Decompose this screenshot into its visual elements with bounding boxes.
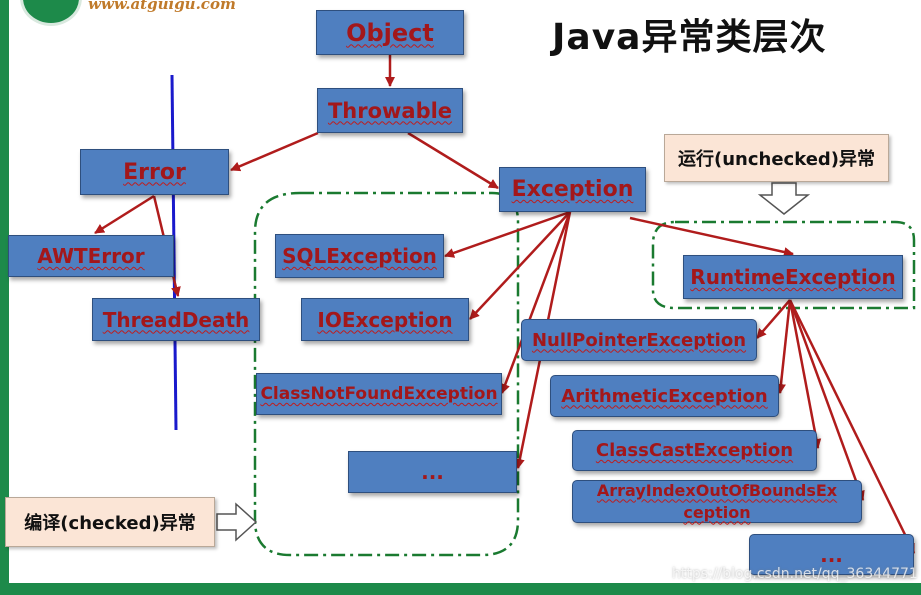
arrow-throwable-error — [230, 131, 319, 172]
arrow-runtime-arithmetic — [775, 299, 792, 394]
logo-text: www.atguigu.com — [88, 0, 236, 13]
node-threaddeath-label: ThreadDeath — [102, 307, 250, 332]
node-classnotfoundexception: ClassNotFoundException — [256, 373, 502, 415]
checked-note-pointer — [216, 502, 258, 542]
node-checked-more-label: ... — [421, 460, 444, 484]
arrow-exception-ioexception — [469, 211, 571, 320]
arrow-exception-runtimeexception — [629, 216, 794, 257]
arrow-error-awterror — [94, 194, 155, 235]
node-ioexception-label: IOException — [317, 307, 453, 332]
node-awterror-label: AWTError — [37, 244, 145, 268]
note-unchecked: 运行(unchecked)异常 — [664, 134, 889, 182]
node-arithmeticexception: ArithmeticException — [550, 375, 779, 417]
node-classcastexception-label: ClassCastException — [595, 440, 794, 461]
arrow-runtime-classcast — [788, 299, 822, 449]
slide-bottom-border — [0, 583, 921, 595]
node-throwable-label: Throwable — [327, 98, 453, 123]
node-error-label: Error — [123, 159, 186, 185]
node-sqlexception-label: SQLException — [282, 244, 437, 268]
node-exception: Exception — [499, 167, 646, 212]
note-unchecked-label: 运行(unchecked)异常 — [677, 149, 876, 170]
node-ioexception: IOException — [301, 298, 469, 341]
node-object: Object — [316, 10, 464, 55]
node-arrayindex-label-line2: ception — [683, 502, 751, 522]
unchecked-group-outline — [651, 220, 916, 310]
arrow-runtime-arrayindex — [788, 299, 865, 501]
arrow-runtime-unchecked-more — [788, 299, 916, 554]
node-arithmeticexception-label: ArithmeticException — [561, 385, 768, 407]
arrow-exception-sqlexception — [444, 210, 571, 258]
node-error: Error — [80, 149, 229, 195]
node-nullpointerexception-label: NullPointerException — [531, 329, 747, 351]
note-checked-label: 编译(checked)异常 — [24, 513, 196, 534]
node-awterror: AWTError — [8, 235, 174, 277]
node-object-label: Object — [346, 18, 434, 47]
node-throwable: Throwable — [317, 88, 463, 133]
note-checked: 编译(checked)异常 — [5, 497, 215, 547]
watermark: https://blog.csdn.net/qq_36344771 — [672, 566, 918, 582]
node-checked-more: ... — [348, 451, 517, 493]
node-runtimeexception: RuntimeException — [683, 255, 903, 299]
node-exception-label: Exception — [511, 177, 634, 202]
node-threaddeath: ThreadDeath — [92, 298, 260, 341]
node-sqlexception: SQLException — [275, 234, 444, 278]
arrow-runtime-nullpointer — [756, 299, 791, 339]
unchecked-note-pointer — [757, 182, 811, 215]
slide-left-border — [0, 0, 9, 595]
node-unchecked-more: ... — [749, 534, 914, 575]
node-arrayindexoutofboundsexception: ArrayIndexOutOfBoundsEx ception — [572, 480, 862, 523]
vertical-marker-line — [170, 74, 178, 431]
node-classcastexception: ClassCastException — [572, 430, 817, 471]
node-unchecked-more-label: ... — [820, 542, 843, 567]
arrow-exception-classnotfound — [500, 211, 572, 394]
node-nullpointerexception: NullPointerException — [521, 319, 757, 361]
arrow-throwable-exception — [407, 131, 499, 190]
node-runtimeexception-label: RuntimeException — [690, 265, 896, 289]
node-arrayindex-label-line1: ArrayIndexOutOfBoundsEx — [596, 480, 838, 500]
node-classnotfoundexception-label: ClassNotFoundException — [260, 384, 498, 404]
slide-title: Java异常类层次 — [552, 17, 827, 58]
